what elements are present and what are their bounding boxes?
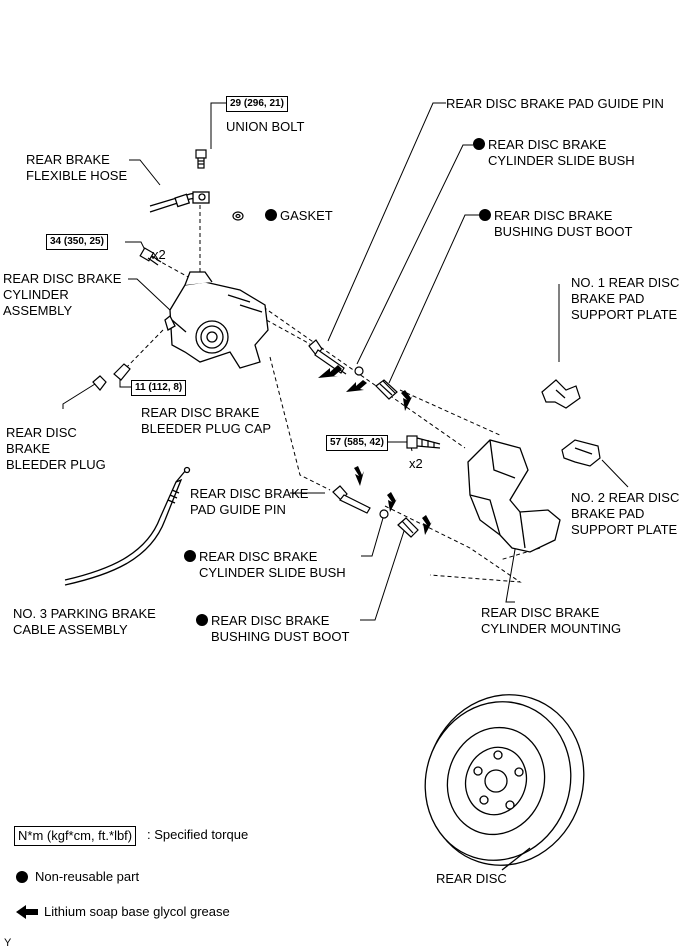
- leader-lines: [62, 102, 629, 621]
- slide-bush-lower-part: [379, 509, 389, 519]
- legend-torque-desc: : Specified torque: [147, 827, 249, 842]
- label-cylinder-assembly: REAR DISC BRAKE CYLINDER ASSEMBLY: [3, 271, 122, 318]
- label-x2-lower: x2: [409, 456, 423, 471]
- union-bolt-part: [195, 149, 207, 169]
- legend-grease: Lithium soap base glycol grease: [44, 904, 230, 919]
- guide-pin-lower-part: [332, 485, 371, 514]
- mounting-bolt-part: [406, 435, 441, 449]
- non-reusable-icon: [479, 209, 491, 221]
- label-parking-cable: NO. 3 PARKING BRAKE CABLE ASSEMBLY: [13, 606, 156, 637]
- flexible-hose-part: [149, 191, 210, 213]
- non-reusable-icon: [184, 550, 196, 562]
- legend-non-reusable: Non-reusable part: [35, 869, 140, 884]
- label-gasket: GASKET: [265, 208, 333, 224]
- label-dust-boot-top: REAR DISC BRAKE BUSHING DUST BOOT: [479, 208, 632, 240]
- legend-icons: [16, 871, 38, 919]
- cylinder-bolt-part: [139, 247, 162, 266]
- dust-boot-upper-part: [375, 379, 398, 400]
- label-flexible-hose: REAR BRAKE FLEXIBLE HOSE: [26, 152, 128, 183]
- label-dust-boot-lower: REAR DISC BRAKE BUSHING DUST BOOT: [196, 613, 349, 645]
- gasket-part: [232, 211, 244, 221]
- label-bleeder-cap: REAR DISC BRAKE BLEEDER PLUG CAP: [141, 405, 272, 436]
- label-bleeder-plug: REAR DISC BRAKE BLEEDER PLUG: [6, 425, 106, 472]
- bleeder-parts: [92, 363, 131, 391]
- torque-mounting-bolt: 57 (585, 42): [326, 435, 388, 451]
- label-guide-pin-lower: REAR DISC BRAKE PAD GUIDE PIN: [190, 486, 309, 517]
- support-plate-1-part: [541, 379, 581, 409]
- non-reusable-icon: [265, 209, 277, 221]
- label-x2-upper: x2: [152, 247, 166, 262]
- label-guide-pin-top: REAR DISC BRAKE PAD GUIDE PIN: [446, 96, 664, 111]
- rear-disc-part: [424, 694, 585, 871]
- support-plate-2-part: [561, 439, 601, 467]
- legend-torque-box: N*m (kgf*cm, ft.*lbf): [14, 826, 137, 846]
- torque-union-bolt: 29 (296, 21): [226, 96, 288, 112]
- filled-circle-icon: [16, 871, 28, 883]
- label-cylinder-mounting: REAR DISC BRAKE CYLINDER MOUNTING: [481, 605, 622, 636]
- torque-bleeder: 11 (112, 8): [131, 380, 187, 396]
- dust-boot-lower-part: [397, 517, 419, 538]
- parking-cable-part: [64, 466, 191, 586]
- label-support-plate-1: NO. 1 REAR DISC BRAKE PAD SUPPORT PLATE: [571, 275, 680, 322]
- label-slide-bush-top: REAR DISC BRAKE CYLINDER SLIDE BUSH: [473, 137, 635, 169]
- slide-bush-upper-part: [354, 366, 364, 376]
- non-reusable-icon: [196, 614, 208, 626]
- label-support-plate-2: NO. 2 REAR DISC BRAKE PAD SUPPORT PLATE: [571, 490, 680, 537]
- arrow-left-icon: [16, 905, 38, 919]
- torque-cylinder-bolt: 34 (350, 25): [46, 234, 108, 250]
- cylinder-assembly-part: [164, 271, 269, 369]
- label-rear-disc: REAR DISC: [436, 871, 507, 886]
- corner-code: Y: [4, 937, 12, 949]
- label-slide-bush-lower: REAR DISC BRAKE CYLINDER SLIDE BUSH: [184, 549, 346, 581]
- cylinder-mounting-part: [467, 439, 561, 553]
- non-reusable-icon: [473, 138, 485, 150]
- grease-arrows: [318, 365, 433, 535]
- label-union-bolt: UNION BOLT: [226, 119, 305, 134]
